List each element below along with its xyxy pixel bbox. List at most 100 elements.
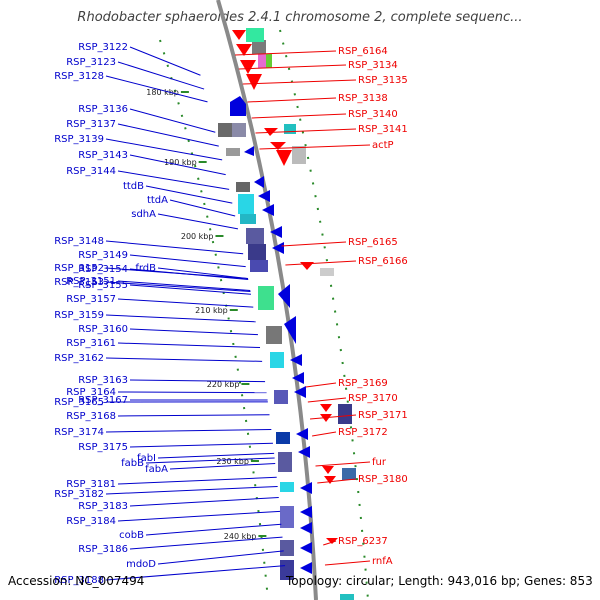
left-leader-line (117, 280, 251, 292)
left-gene-label[interactable]: RSP_3183 (78, 501, 128, 512)
left-gene-label[interactable]: RSP_3184 (66, 516, 116, 527)
left-gene-label[interactable]: ttdA (147, 195, 168, 206)
left-gene-label[interactable]: RSP_3165 (54, 397, 104, 408)
right-gene-label[interactable]: fur (372, 457, 387, 468)
right-leader-line (247, 97, 337, 103)
left-gene-label[interactable]: RSP_3186 (78, 544, 128, 555)
tick-label: 200 kbp (181, 232, 214, 241)
right-leader-line (309, 414, 357, 420)
left-gene-label[interactable]: RSP_3181 (66, 479, 116, 490)
left-gene-label[interactable]: RSP_3136 (78, 104, 128, 115)
left-leader-line (117, 342, 261, 349)
right-gene-label[interactable]: RSP_3170 (348, 393, 398, 404)
left-gene-label[interactable]: RSP_3148 (54, 236, 104, 247)
left-leader-line (129, 268, 249, 280)
right-gene-label[interactable]: RSP_3140 (348, 109, 398, 120)
left-gene-label[interactable]: RSP_3175 (78, 442, 128, 453)
left-gene-label[interactable]: RSP_3160 (78, 324, 128, 335)
left-gene-label[interactable]: RSP_3137 (66, 119, 116, 130)
right-leader-line (234, 50, 337, 56)
right-gene-label[interactable]: RSP_3180 (358, 474, 408, 485)
left-gene-label[interactable]: RSP_3182 (54, 489, 104, 500)
left-leader-line (105, 485, 278, 495)
left-leader-line (105, 240, 244, 255)
right-gene-label[interactable]: RSP_3171 (358, 410, 408, 421)
left-leader-line (117, 298, 254, 308)
right-leader-line (305, 382, 337, 388)
right-gene-label[interactable]: actP (372, 140, 394, 151)
right-gene-label[interactable]: RSP_3169 (338, 378, 388, 389)
right-gene-label[interactable]: RSP_3172 (338, 427, 388, 438)
outer-ruler-ring (279, 29, 369, 600)
left-gene-label[interactable]: RSP_3154 (78, 264, 128, 275)
left-gene-label[interactable]: RSP_3155 (78, 280, 128, 291)
left-gene-label[interactable]: RSP_3157 (66, 294, 116, 305)
right-leader-line (238, 64, 347, 70)
gene-labels[interactable]: RSP_3122RSP_3123RSP_3128RSP_3136RSP_3137… (54, 42, 408, 586)
right-gene-label[interactable]: RSP_3138 (338, 93, 388, 104)
left-gene-label[interactable]: RSP_3139 (54, 134, 104, 145)
left-gene-label[interactable]: RSP_3161 (66, 338, 116, 349)
left-gene-label[interactable]: RSP_3122 (78, 42, 128, 53)
left-gene-label[interactable]: frdB (135, 263, 156, 274)
left-gene-label[interactable]: RSP_3167 (78, 395, 128, 406)
left-gene-label[interactable]: fabB (121, 458, 144, 469)
left-leader-line (105, 357, 263, 362)
left-gene-label[interactable]: RSP_3159 (54, 310, 104, 321)
left-gene-label[interactable]: RSP_3144 (66, 166, 116, 177)
right-gene-label[interactable]: RSP_3135 (358, 75, 408, 86)
left-gene-label[interactable]: sdhA (131, 209, 156, 220)
right-leader-line (312, 431, 337, 437)
left-leader-line (129, 254, 246, 268)
left-leader-line (117, 510, 281, 522)
right-gene-label[interactable]: RSP_6237 (338, 536, 388, 547)
left-gene-label[interactable]: RSP_3152 (54, 263, 104, 274)
left-gene-label[interactable]: RSP_3162 (54, 353, 104, 364)
tick-label: 180 kbp (146, 88, 179, 97)
right-leader-line (317, 478, 357, 484)
left-leader-line (145, 457, 275, 464)
right-gene-label[interactable]: RSP_3141 (358, 124, 408, 135)
left-gene-label[interactable]: RSP_3123 (66, 57, 116, 68)
left-leader-line (129, 108, 216, 133)
left-gene-label[interactable]: ttdB (123, 181, 144, 192)
left-leader-line (117, 476, 277, 485)
right-leader-line (281, 241, 347, 247)
right-leader-line (259, 144, 371, 150)
right-leader-line (307, 397, 347, 403)
left-gene-label[interactable]: cobB (119, 530, 144, 541)
right-leader-line (315, 461, 371, 467)
right-gene-label[interactable]: rnfA (372, 556, 393, 567)
right-gene-label[interactable]: RSP_3134 (348, 60, 398, 71)
right-leader-line (251, 113, 347, 119)
right-leader-line (242, 79, 357, 85)
left-gene-label[interactable]: mdoD (126, 559, 156, 570)
right-gene-label[interactable]: RSP_6165 (348, 237, 398, 248)
right-strand-features (232, 28, 356, 600)
label-leader-lines (105, 46, 371, 581)
accession-text: Accession: NC_007494 (8, 574, 145, 588)
left-leader-line (157, 550, 284, 565)
left-leader-line (105, 75, 208, 103)
left-leader-line (145, 523, 282, 536)
left-gene-label[interactable]: RSP_3188 (54, 575, 104, 586)
left-gene-label[interactable]: fabI (137, 453, 156, 464)
left-leader-line (129, 154, 226, 176)
right-gene-label[interactable]: RSP_6166 (358, 256, 408, 267)
left-gene-label[interactable]: RSP_3151 (66, 276, 116, 287)
left-leader-line (129, 497, 279, 507)
tick-label: 190 kbp (164, 158, 197, 167)
left-gene-label[interactable]: RSP_3174 (54, 427, 104, 438)
left-gene-label[interactable]: RSP_3143 (78, 150, 128, 161)
left-gene-label[interactable]: RSP_3128 (54, 71, 104, 82)
left-gene-label[interactable]: RSP_3164 (66, 387, 116, 398)
right-gene-label[interactable]: RSP_6164 (338, 46, 388, 57)
left-gene-label[interactable]: RSP_3168 (66, 411, 116, 422)
left-gene-label[interactable]: RSP_3163 (78, 375, 128, 386)
left-leader-line (129, 284, 251, 295)
left-gene-label[interactable]: RSP_3153 (54, 277, 104, 288)
left-gene-label[interactable]: fabA (145, 464, 168, 475)
left-gene-label[interactable]: RSP_3149 (78, 250, 128, 261)
